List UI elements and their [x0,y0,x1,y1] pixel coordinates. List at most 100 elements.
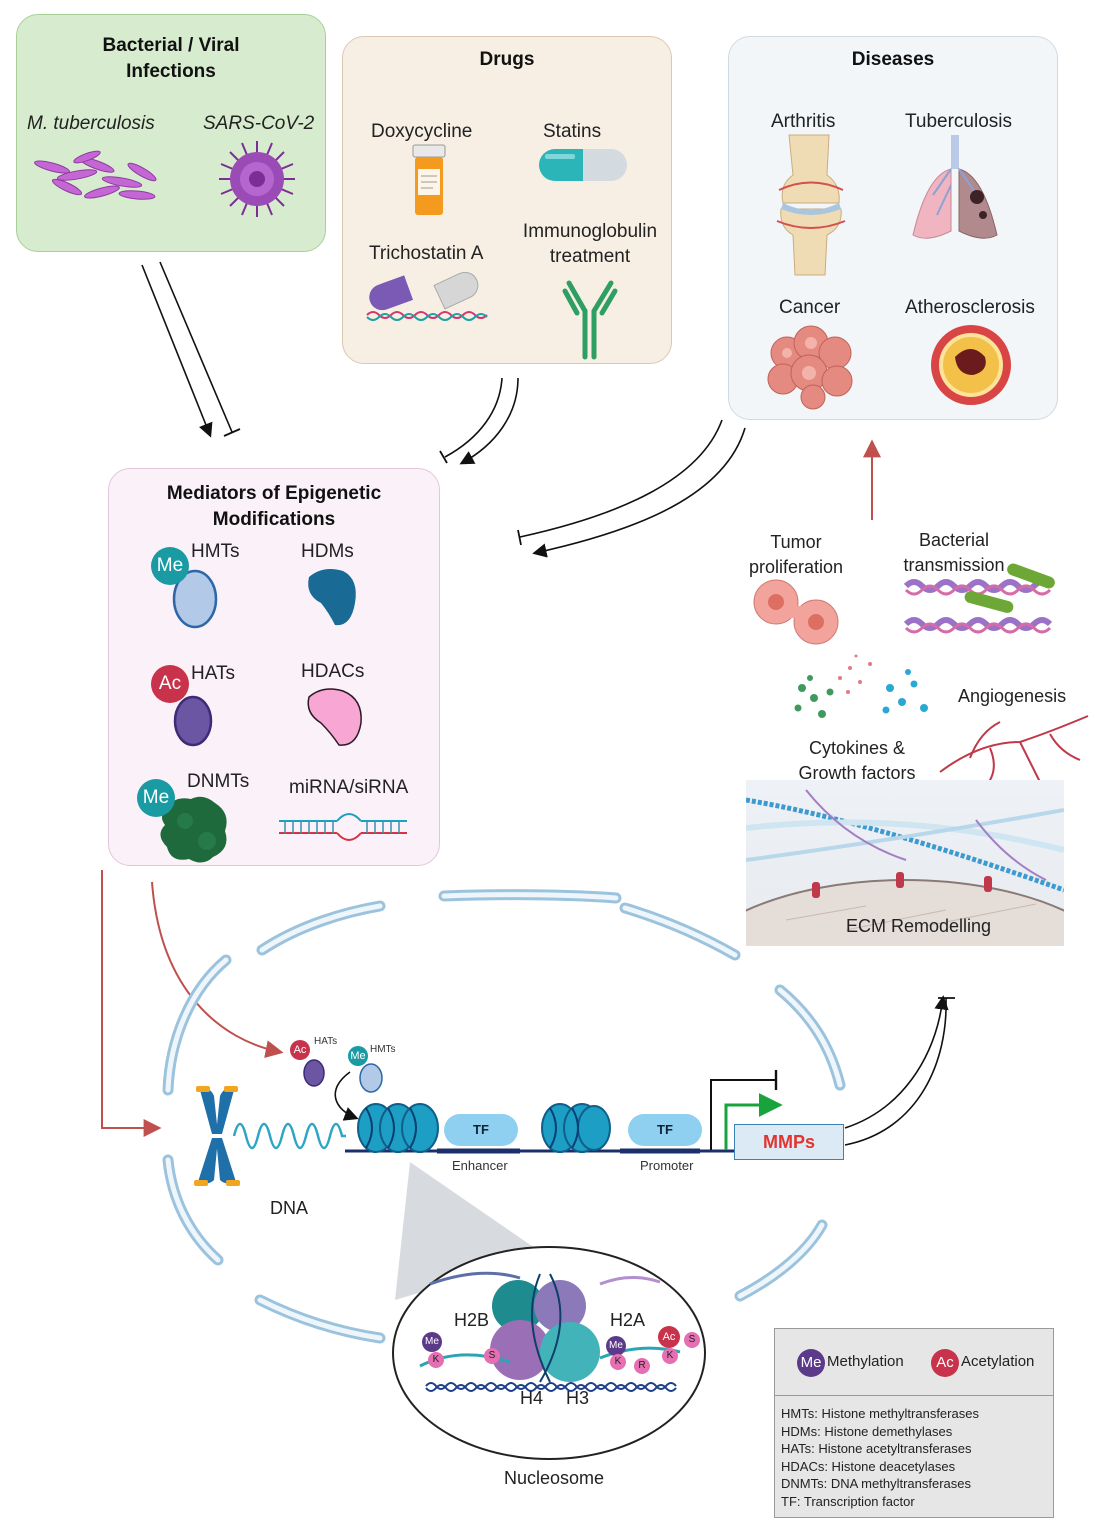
artery-plaque-icon [931,325,1011,405]
small-me-badge: Me [348,1046,368,1066]
histone-h2a-label: H2A [610,1310,646,1330]
infection-arrows [141,261,241,438]
bacterial-transmission-label: Bacterial transmission [903,530,1005,575]
mediators-panel: Mediators of Epigenetic Modifications HM… [108,468,440,866]
legend-abbr-hdms: HDMs: Histone demethylases [781,1423,953,1439]
drug-statins-label: Statins [543,121,602,142]
pill-bottle-icon [412,144,446,215]
lungs-icon [912,135,998,239]
small-hat-enzyme-icon [303,1059,325,1087]
legend-abbr-dnmts: DNMTs: DNA methyltransferases [781,1476,971,1491]
nuclear-envelope-inner [165,892,843,1341]
angiogenesis-label: Angiogenesis [958,686,1067,706]
legend-abbr-tf: TF: Transcription factor [781,1493,915,1509]
diseases-title: Diseases [851,49,935,70]
legend-ac-badge: Ac [931,1349,959,1377]
legend-me-badge: Me [797,1349,825,1377]
tail-k-badge-right1: K [610,1354,626,1370]
disease-arrows [517,419,746,558]
bacterial-epithelium-icon [903,563,1055,634]
nucleosome-cluster-1-icon [357,1103,439,1153]
tumor-cells-icon [753,579,839,645]
cytokines-dots-icon [794,654,928,718]
legend-abbr-hdacs: HDACs: Histone deacetylases [781,1458,956,1474]
small-hmt-enzyme-icon [359,1063,383,1093]
mtb-bacteria-icon [34,150,157,200]
tf-enhancer-label: TF [473,1122,489,1137]
small-ac-badge: Ac [290,1040,310,1060]
diseases-panel: Diseases Arthritis Tuberculosis Cancer A… [728,36,1058,420]
dnmt-enzyme-icon [160,796,227,863]
drug-arrows [439,377,519,465]
mmps-gene-box: MMPs [734,1124,844,1160]
tail-ac-badge: Ac [658,1326,680,1348]
histone-h3-label: H3 [566,1388,590,1408]
sars-cov2-virus-icon [219,141,295,217]
drug-trichostatin-label: Trichostatin A [369,243,484,264]
tail-k-badge-right2: K [662,1348,678,1364]
legend-box: Me Methylation Ac Acetylation HMTs: Hist… [774,1328,1054,1518]
drug-immunoglobulin-label: Immunoglobulin treatment [522,221,658,267]
promoter-label: Promoter [640,1158,694,1173]
mediator-hmts-label: HMTs [191,541,240,562]
mediator-hdacs-label: HDACs [301,661,365,682]
nucleosome-label: Nucleosome [504,1468,605,1488]
drug-doxycycline-label: Doxycycline [371,121,473,142]
tail-s-badge-right: S [684,1332,700,1348]
repress-arrow [710,1079,775,1150]
hat-ac-badge: Ac [151,665,189,703]
chromosome-icon [194,1086,240,1186]
dna-label: DNA [270,1198,309,1218]
blood-vessels-icon [939,715,1089,789]
tumor-proliferation-label: Tumor proliferation [748,532,844,577]
capsule-icon [539,149,627,181]
small-hmts-label: HMTs [370,1044,396,1055]
histone-h4-label: H4 [520,1388,544,1408]
ecm-fibers-icon [746,789,1064,946]
legend-abbr-hmts: HMTs: Histone methyltransferases [781,1406,979,1421]
legend-divider [775,1395,1053,1396]
tail-s-badge-left: S [484,1348,500,1364]
tf-enhancer-pill: TF [444,1114,518,1146]
knee-joint-icon [776,134,846,276]
hdm-enzyme-icon [308,569,356,626]
mmps-label: MMPs [762,1132,815,1152]
activate-arrow [724,1093,783,1150]
mediator-hdms-label: HDMs [301,541,354,562]
disease-atherosclerosis-label: Atherosclerosis [905,297,1035,318]
drugs-panel: Drugs Doxycycline Statins Trichostatin A… [342,36,672,364]
mediator-dnmts-label: DNMTs [187,771,250,792]
tail-k-badge-left: K [428,1352,444,1368]
histone-octamer-icon [419,1271,681,1392]
hat-enzyme-icon [173,695,213,747]
dna-coil-icon [232,1122,346,1150]
agent-sars-label: SARS-CoV-2 [203,113,315,134]
legend-methylation-label: Methylation [827,1353,904,1370]
ecm-remodelling-label: ECM Remodelling [846,916,992,936]
hmt-enzyme-icon [172,569,218,629]
histone-h2b-label: H2B [454,1310,490,1330]
mediator-mirna-label: miRNA/siRNA [289,777,409,798]
drugs-title: Drugs [479,49,535,70]
tf-promoter-pill: TF [628,1114,702,1146]
ecm-panel: ECM Remodelling [746,780,1064,946]
infections-title: Bacterial / Viral Infections [102,35,240,82]
disease-arthritis-label: Arthritis [771,111,836,132]
tail-me-badge-left: Me [422,1332,442,1352]
small-hats-label: HATs [314,1036,338,1047]
hmt-me-badge: Me [151,547,189,585]
tf-promoter-label: TF [657,1122,673,1137]
infections-panel: Bacterial / Viral Infections M. tubercul… [16,14,326,252]
tumor-cluster-icon [767,325,853,410]
cytokines-label: Cytokines & Growth factors [798,738,916,783]
nucleosome-cluster-2-icon [541,1103,611,1153]
hdac-enzyme-icon [307,688,362,746]
trichostatin-capsule-icon [366,271,488,321]
dnmt-me-badge: Me [137,779,175,817]
mediator-hats-label: HATs [191,663,235,684]
legend-acetylation-label: Acetylation [961,1353,1035,1370]
antibody-icon [562,280,618,360]
tail-r-badge: R [634,1358,650,1374]
enhancer-label: Enhancer [452,1158,508,1173]
disease-tuberculosis-label: Tuberculosis [905,111,1013,132]
